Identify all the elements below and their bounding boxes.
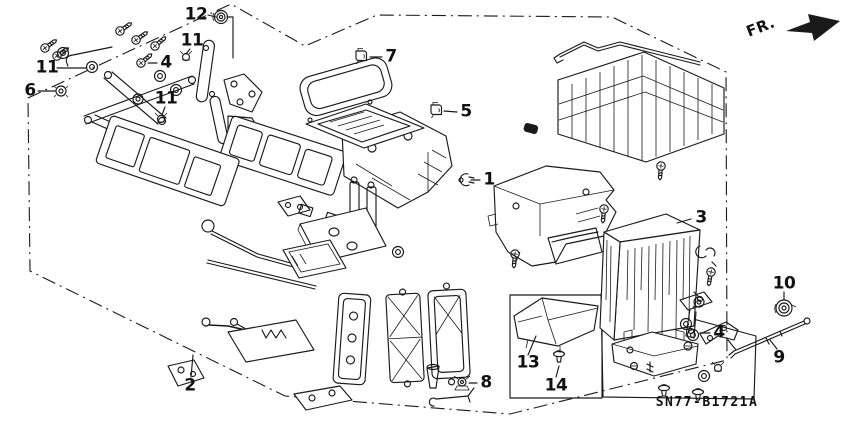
callout-9[interactable]: 9 xyxy=(773,347,785,368)
control-rod-9 xyxy=(729,318,810,358)
callout-8[interactable]: 8 xyxy=(480,372,492,393)
mode-door-x xyxy=(385,288,424,388)
mode-doors xyxy=(168,282,474,410)
callout-11-a[interactable]: 11 xyxy=(35,57,59,78)
callout-4-b[interactable]: 4 xyxy=(713,322,725,343)
knob-10 xyxy=(775,300,796,316)
heater-core xyxy=(600,214,716,340)
thumbscrew-6 xyxy=(54,86,68,97)
case-top-rod xyxy=(554,42,700,65)
mode-door-plate xyxy=(333,293,371,385)
callout-6[interactable]: 6 xyxy=(24,80,36,101)
link-y-bracket xyxy=(700,322,738,350)
sub-lever-upper xyxy=(196,40,216,103)
callout-4-a[interactable]: 4 xyxy=(160,52,172,73)
callout-14[interactable]: 14 xyxy=(544,375,568,396)
mounting-bracket-plate xyxy=(612,332,698,376)
callout-12[interactable]: 12 xyxy=(184,4,208,25)
callout-5[interactable]: 5 xyxy=(460,101,472,122)
clip-1 xyxy=(459,174,474,186)
heater-upper-case-left xyxy=(219,100,452,233)
control-rods xyxy=(202,220,316,342)
diagram-border-box xyxy=(28,4,727,414)
clip-5 xyxy=(430,101,443,119)
fr-arrow-icon xyxy=(786,14,840,41)
callout-10[interactable]: 10 xyxy=(772,273,796,294)
diagram-code: SN77-B1721A xyxy=(655,395,759,410)
upper-case-top-tray xyxy=(306,100,424,148)
hinge-bracket xyxy=(278,196,310,216)
foot-bracket-center xyxy=(294,386,352,410)
gasket-seal xyxy=(297,55,395,118)
clip-11-lower xyxy=(155,113,167,123)
clip-11-upper xyxy=(180,51,192,61)
defroster-duct xyxy=(514,298,598,353)
vent-frame-windows xyxy=(219,115,347,196)
link-wire xyxy=(429,388,474,406)
core-clamp xyxy=(696,246,716,266)
clip-8 xyxy=(454,376,470,390)
heater-upper-case-right xyxy=(554,42,724,181)
insulator-pads xyxy=(228,196,405,362)
foot-bracket-left xyxy=(168,360,204,386)
leader-lines xyxy=(38,15,784,383)
link-rod-hook xyxy=(66,47,112,66)
callout-11-b[interactable]: 11 xyxy=(180,30,204,51)
callout-13[interactable]: 13 xyxy=(516,352,540,373)
callout-1[interactable]: 1 xyxy=(483,169,495,190)
mode-door-frame xyxy=(427,282,470,386)
callout-11-c[interactable]: 11 xyxy=(154,88,178,109)
callout-2[interactable]: 2 xyxy=(184,375,196,396)
sub-box-bracket-kit xyxy=(601,294,756,399)
callout-7[interactable]: 7 xyxy=(385,46,397,67)
hardware-small-parts xyxy=(631,362,725,401)
push-pin-14 xyxy=(552,350,566,363)
cone-pivot xyxy=(427,366,439,388)
seal-plate xyxy=(95,115,240,207)
washer-stack xyxy=(679,317,700,351)
bracket-kit xyxy=(612,317,738,401)
cam-plate-upper xyxy=(224,74,262,112)
callout-3[interactable]: 3 xyxy=(695,207,707,228)
